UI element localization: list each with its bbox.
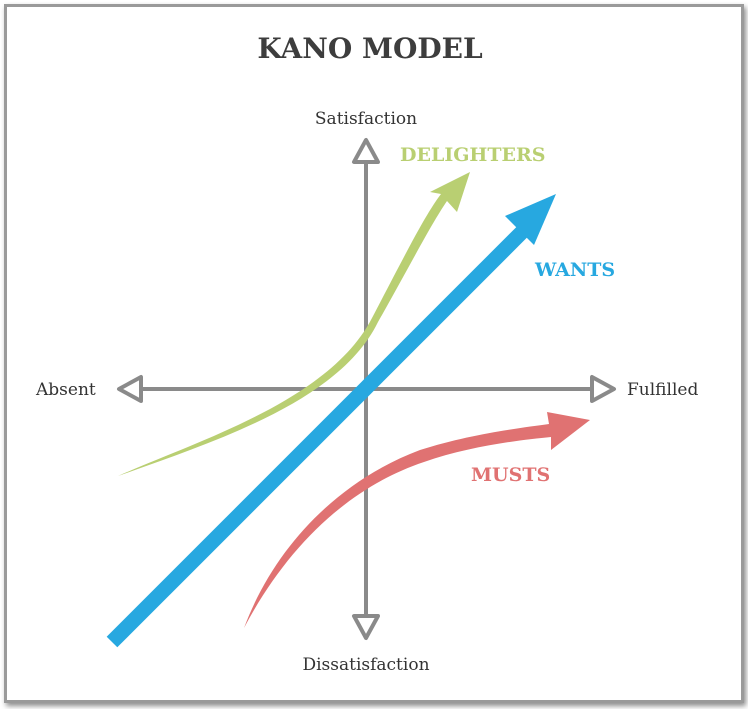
axis-label-dissatisfaction: Dissatisfaction xyxy=(302,655,429,675)
diagram-title: KANO MODEL xyxy=(257,32,483,65)
axis-label-fulfilled: Fulfilled xyxy=(627,380,698,400)
axis-arrow-left-icon xyxy=(117,375,143,403)
wants-label: WANTS xyxy=(534,259,615,281)
axis-arrow-up-icon xyxy=(352,138,380,164)
axes xyxy=(117,138,616,640)
wants-arrow xyxy=(106,194,556,648)
delighters-label: DELIGHTERS xyxy=(400,144,546,166)
axis-label-satisfaction: Satisfaction xyxy=(315,109,417,129)
delighters-curve xyxy=(118,172,470,476)
diagram-frame xyxy=(4,4,744,703)
axis-arrow-down-icon xyxy=(352,614,380,640)
musts-curve xyxy=(244,412,590,628)
axis-label-absent: Absent xyxy=(35,380,96,400)
musts-label: MUSTS xyxy=(471,464,550,486)
axis-arrow-right-icon xyxy=(590,375,616,403)
